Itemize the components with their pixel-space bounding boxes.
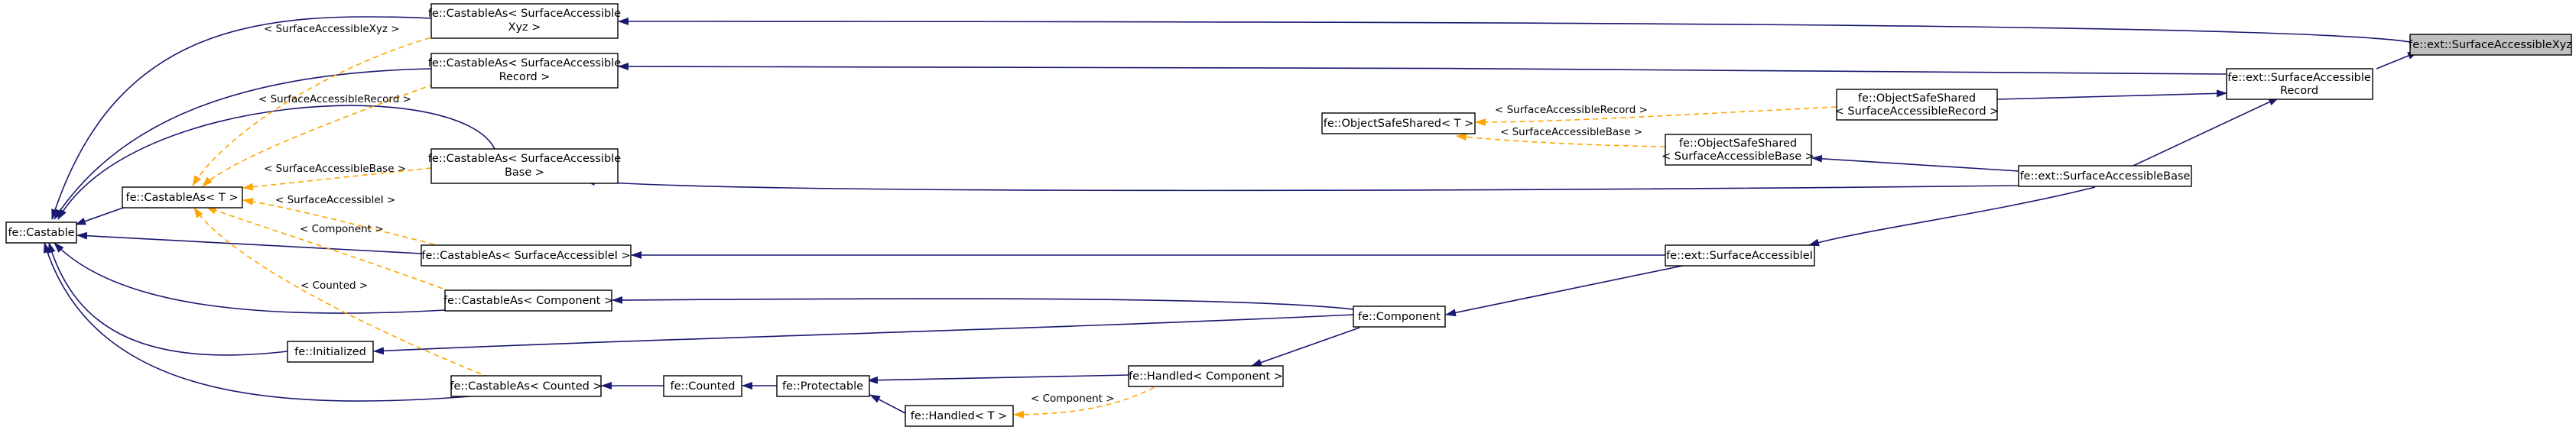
node-oss-base-label-1: fe::ObjectSafeShared	[1679, 137, 1797, 150]
node-handled-component[interactable]: fe::Handled< Component >	[1128, 365, 1284, 387]
node-object-safe-shared-t[interactable]: fe::ObjectSafeShared< T >	[1321, 112, 1476, 134]
node-castable-record[interactable]: fe::CastableAs< SurfaceAccessible Record…	[428, 53, 621, 89]
label-handled-component: < Component >	[1031, 393, 1115, 405]
edge-labels: < SurfaceAccessibleXyz > < SurfaceAccess…	[258, 23, 1648, 405]
tedge-component	[206, 206, 452, 293]
node-castable-base[interactable]: fe::CastableAs< SurfaceAccessible Base >	[428, 148, 621, 184]
label-oss-record: < SurfaceAccessibleRecord >	[1495, 104, 1648, 116]
node-ext-base-label: fe::ext::SurfaceAccessibleBase	[2020, 170, 2191, 183]
node-initialized-label: fe::Initialized	[294, 346, 366, 358]
label-record: < SurfaceAccessibleRecord >	[258, 93, 411, 105]
edge-ext-base-to-oss-base	[1811, 154, 2019, 172]
edge-ext-xyz-to-castable-xyz	[618, 18, 2411, 43]
node-ext-record-label-1: fe::ext::SurfaceAccessible	[2227, 72, 2371, 84]
tedge-oss-base	[1456, 133, 1666, 147]
edge-component-to-castable-component	[612, 296, 1354, 310]
edge-castable-xyz-to-castable	[51, 16, 432, 220]
node-component-label: fe::Component	[1358, 311, 1441, 323]
edge-handled-component-to-protectable	[867, 374, 1129, 384]
edge-castable-record-to-ext-record	[618, 63, 2227, 75]
node-protectable-label: fe::Protectable	[782, 380, 863, 393]
label-xyz: < SurfaceAccessibleXyz >	[264, 23, 400, 35]
node-protectable[interactable]: fe::Protectable	[776, 375, 870, 397]
node-ext-surface-accessible-base[interactable]: fe::ext::SurfaceAccessibleBase	[2018, 165, 2192, 187]
node-component[interactable]: fe::Component	[1353, 306, 1446, 328]
node-castable-record-label-2: Record >	[499, 71, 551, 83]
edge-castable-i-to-castable	[76, 231, 422, 254]
node-counted[interactable]: fe::Counted	[663, 375, 742, 397]
label-counted: < Counted >	[300, 280, 368, 292]
node-castable-base-label-1: fe::CastableAs< SurfaceAccessible	[428, 153, 621, 165]
node-oss-base-label-2: < SurfaceAccessibleBase >	[1662, 150, 1814, 163]
edge-castable-counted-to-castable	[44, 242, 481, 402]
node-object-safe-shared-record[interactable]: fe::ObjectSafeShared < SurfaceAccessible…	[1835, 89, 1999, 121]
node-castable-record-label-1: fe::CastableAs< SurfaceAccessible	[428, 57, 621, 70]
node-castable-base-label-2: Base >	[505, 167, 544, 179]
node-castable-component-label: fe::CastableAs< Component >	[443, 295, 613, 307]
label-component: < Component >	[300, 223, 384, 235]
node-castable-counted-label: fe::CastableAs< Counted >	[450, 380, 602, 393]
edge-handled-t-to-protectable	[869, 394, 906, 414]
template-edges	[192, 34, 1837, 419]
tedge-oss-record	[1475, 106, 1837, 126]
node-castable-i[interactable]: fe::CastableAs< SurfaceAccessibleI >	[421, 244, 632, 267]
node-castable-xyz-label-1: fe::CastableAs< SurfaceAccessible	[428, 8, 621, 20]
node-ext-record-label-2: Record	[2280, 85, 2318, 97]
edge-oss-record-to-ext-record	[1996, 89, 2227, 100]
node-castable-xyz-label-2: Xyz >	[508, 21, 541, 34]
node-ext-i-label: fe::ext::SurfaceAccessibleI	[1666, 250, 1813, 262]
node-castable-counted[interactable]: fe::CastableAs< Counted >	[450, 375, 603, 397]
label-i: < SurfaceAccessibleI >	[275, 194, 395, 206]
edge-ext-base-to-castable-base	[584, 178, 2019, 192]
node-ext-surface-accessible-i[interactable]: fe::ext::SurfaceAccessibleI	[1665, 244, 1815, 267]
tedge-i	[242, 198, 435, 245]
label-base: < SurfaceAccessibleBase >	[264, 163, 406, 175]
node-handled-t[interactable]: fe::Handled< T >	[905, 405, 1014, 427]
edge-initialized-to-castable	[47, 242, 288, 356]
node-ext-xyz-label: fe::ext::SurfaceAccessibleXyz	[2409, 39, 2572, 51]
node-castable-t-label: fe::CastableAs< T >	[126, 192, 239, 204]
tedge-counted	[193, 207, 490, 378]
tedge-handled-component	[1013, 383, 1163, 419]
node-castable-xyz[interactable]: fe::CastableAs< SurfaceAccessible Xyz >	[428, 3, 621, 39]
node-castable-i-label: fe::CastableAs< SurfaceAccessibleI >	[421, 250, 630, 262]
edge-castable-base-to-castable	[57, 105, 495, 220]
tedge-base	[242, 167, 432, 191]
node-castable-component[interactable]: fe::CastableAs< Component >	[443, 289, 613, 312]
node-castable[interactable]: fe::Castable	[5, 221, 77, 244]
tedge-xyz	[192, 34, 440, 186]
edge-castable-component-to-castable	[54, 242, 446, 314]
nodes: fe::Castable fe::CastableAs< T > fe::Cas…	[5, 3, 2572, 427]
edge-ext-base-to-ext-record	[2133, 97, 2279, 167]
node-object-safe-shared-base[interactable]: fe::ObjectSafeShared < SurfaceAccessible…	[1662, 134, 1814, 166]
node-castable-label: fe::Castable	[8, 227, 74, 239]
inheritance-edges	[44, 16, 2418, 414]
edge-component-to-initialized	[373, 314, 1354, 355]
node-oss-t-label: fe::ObjectSafeShared< T >	[1324, 118, 1474, 130]
node-oss-record-label-2: < SurfaceAccessibleRecord >	[1835, 105, 1999, 118]
edge-castable-t-to-castable	[75, 206, 126, 225]
node-initialized[interactable]: fe::Initialized	[287, 341, 374, 363]
node-castable-t[interactable]: fe::CastableAs< T >	[122, 186, 243, 209]
edge-ext-i-to-component	[1445, 263, 1691, 317]
edge-castable-record-to-castable	[54, 68, 432, 220]
edge-ext-base-to-ext-i	[1808, 186, 2096, 247]
node-ext-surface-accessible-record[interactable]: fe::ext::SurfaceAccessible Record	[2226, 68, 2373, 100]
edge-component-to-handled-component	[1251, 327, 1360, 367]
node-handled-t-label: fe::Handled< T >	[911, 410, 1008, 422]
node-oss-record-label-1: fe::ObjectSafeShared	[1858, 92, 1976, 105]
node-handled-component-label: fe::Handled< Component >	[1129, 370, 1283, 383]
label-oss-base: < SurfaceAccessibleBase >	[1500, 126, 1642, 138]
node-counted-label: fe::Counted	[671, 380, 736, 393]
node-ext-surface-accessible-xyz[interactable]: fe::ext::SurfaceAccessibleXyz	[2409, 34, 2572, 56]
